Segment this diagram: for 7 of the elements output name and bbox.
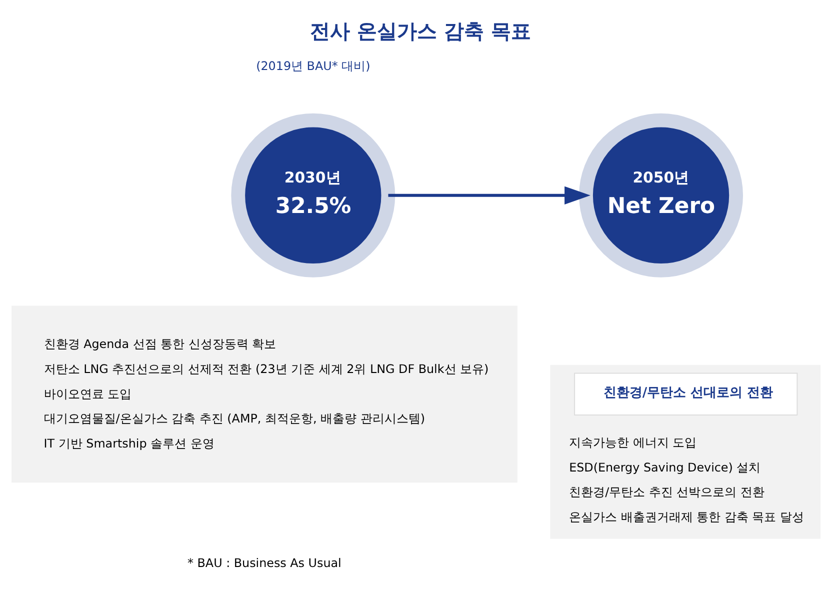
- node-circle: 2050년 Net Zero: [579, 113, 744, 278]
- label: * BAU : Business As Usual: [188, 556, 342, 570]
- arrow: [388, 186, 590, 204]
- diagram-title: 전사 온실가스 감축 목표: [310, 20, 531, 43]
- label: (2019년 BAU* 대비): [256, 58, 370, 73]
- node-circle: 2030년 32.5%: [231, 113, 396, 278]
- node-box: 친환경/무탄소 선대로의 전환: [574, 372, 798, 416]
